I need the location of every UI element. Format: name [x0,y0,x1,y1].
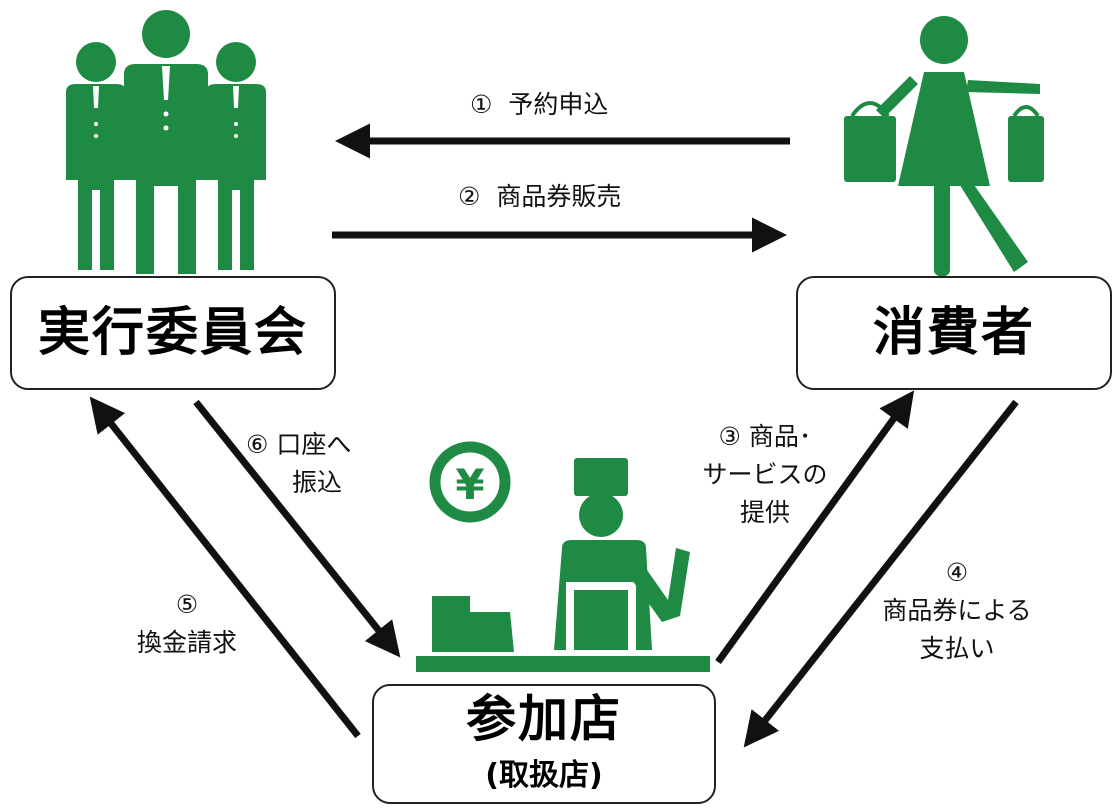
flow-label-6: ⑥ 口座へ 振込 [246,426,396,502]
flow-label-2: ② 商品券販売 [458,178,621,216]
arrows [89,123,1019,748]
arrow-6-committee-to-shop [193,399,401,658]
svg-text:¥: ¥ [455,460,484,509]
flow-label-1: ① 予約申込 [470,86,608,124]
arrow-5-shop-to-committee [89,396,361,739]
businessmen-group-icon [66,10,266,274]
shop-box: 参加店 (取扱店) [372,684,716,804]
flow-1-number: ① [470,90,493,119]
flow-label-4: ④ 商品券による 支払い [862,554,1052,668]
shop-subtitle: (取扱店) [485,758,603,793]
flow-6-line-2: 振込 [292,468,343,497]
flow-5-line-1: 換金請求 [136,628,237,657]
flow-2-text: 商品券販売 [496,182,622,211]
consumer-title: 消費者 [872,303,1035,363]
flow-6-number: ⑥ [246,430,269,459]
flow-4-line-2: 支払い [919,634,995,663]
flow-3-line-1: ③ 商品･ [690,418,840,456]
flow-3-text-1: 商品･ [748,422,812,451]
flow-label-3: ③ 商品･ サービスの 提供 [690,418,840,532]
committee-box: 実行委員会 [10,276,336,390]
consumer-box: 消費者 [796,276,1112,390]
flow-label-5: ⑤ 換金請求 [112,586,262,662]
flow-2-number: ② [458,182,481,211]
committee-title: 実行委員会 [37,303,308,363]
flow-4-line-1: 商品券による [882,596,1032,625]
flow-6-line-1: ⑥ 口座へ [246,426,396,464]
flow-6-text-1: 口座へ [276,430,352,459]
shopkeeper-at-register-icon [416,458,710,672]
flow-3-line-3: 提供 [739,498,790,527]
arrow-3-shop-to-consumer [715,390,915,665]
flow-4-number: ④ [945,558,969,587]
arrow-4-consumer-to-shop [743,399,1019,748]
yen-coin-icon: ¥ [429,441,511,523]
flow-3-line-2: サービスの [702,460,828,489]
flow-3-number: ③ [718,422,741,451]
shop-title: 参加店 [466,690,622,748]
flow-1-text: 予約申込 [508,90,609,119]
flow-5-number: ⑤ [175,590,199,619]
shopper-with-bags-icon [844,16,1044,276]
